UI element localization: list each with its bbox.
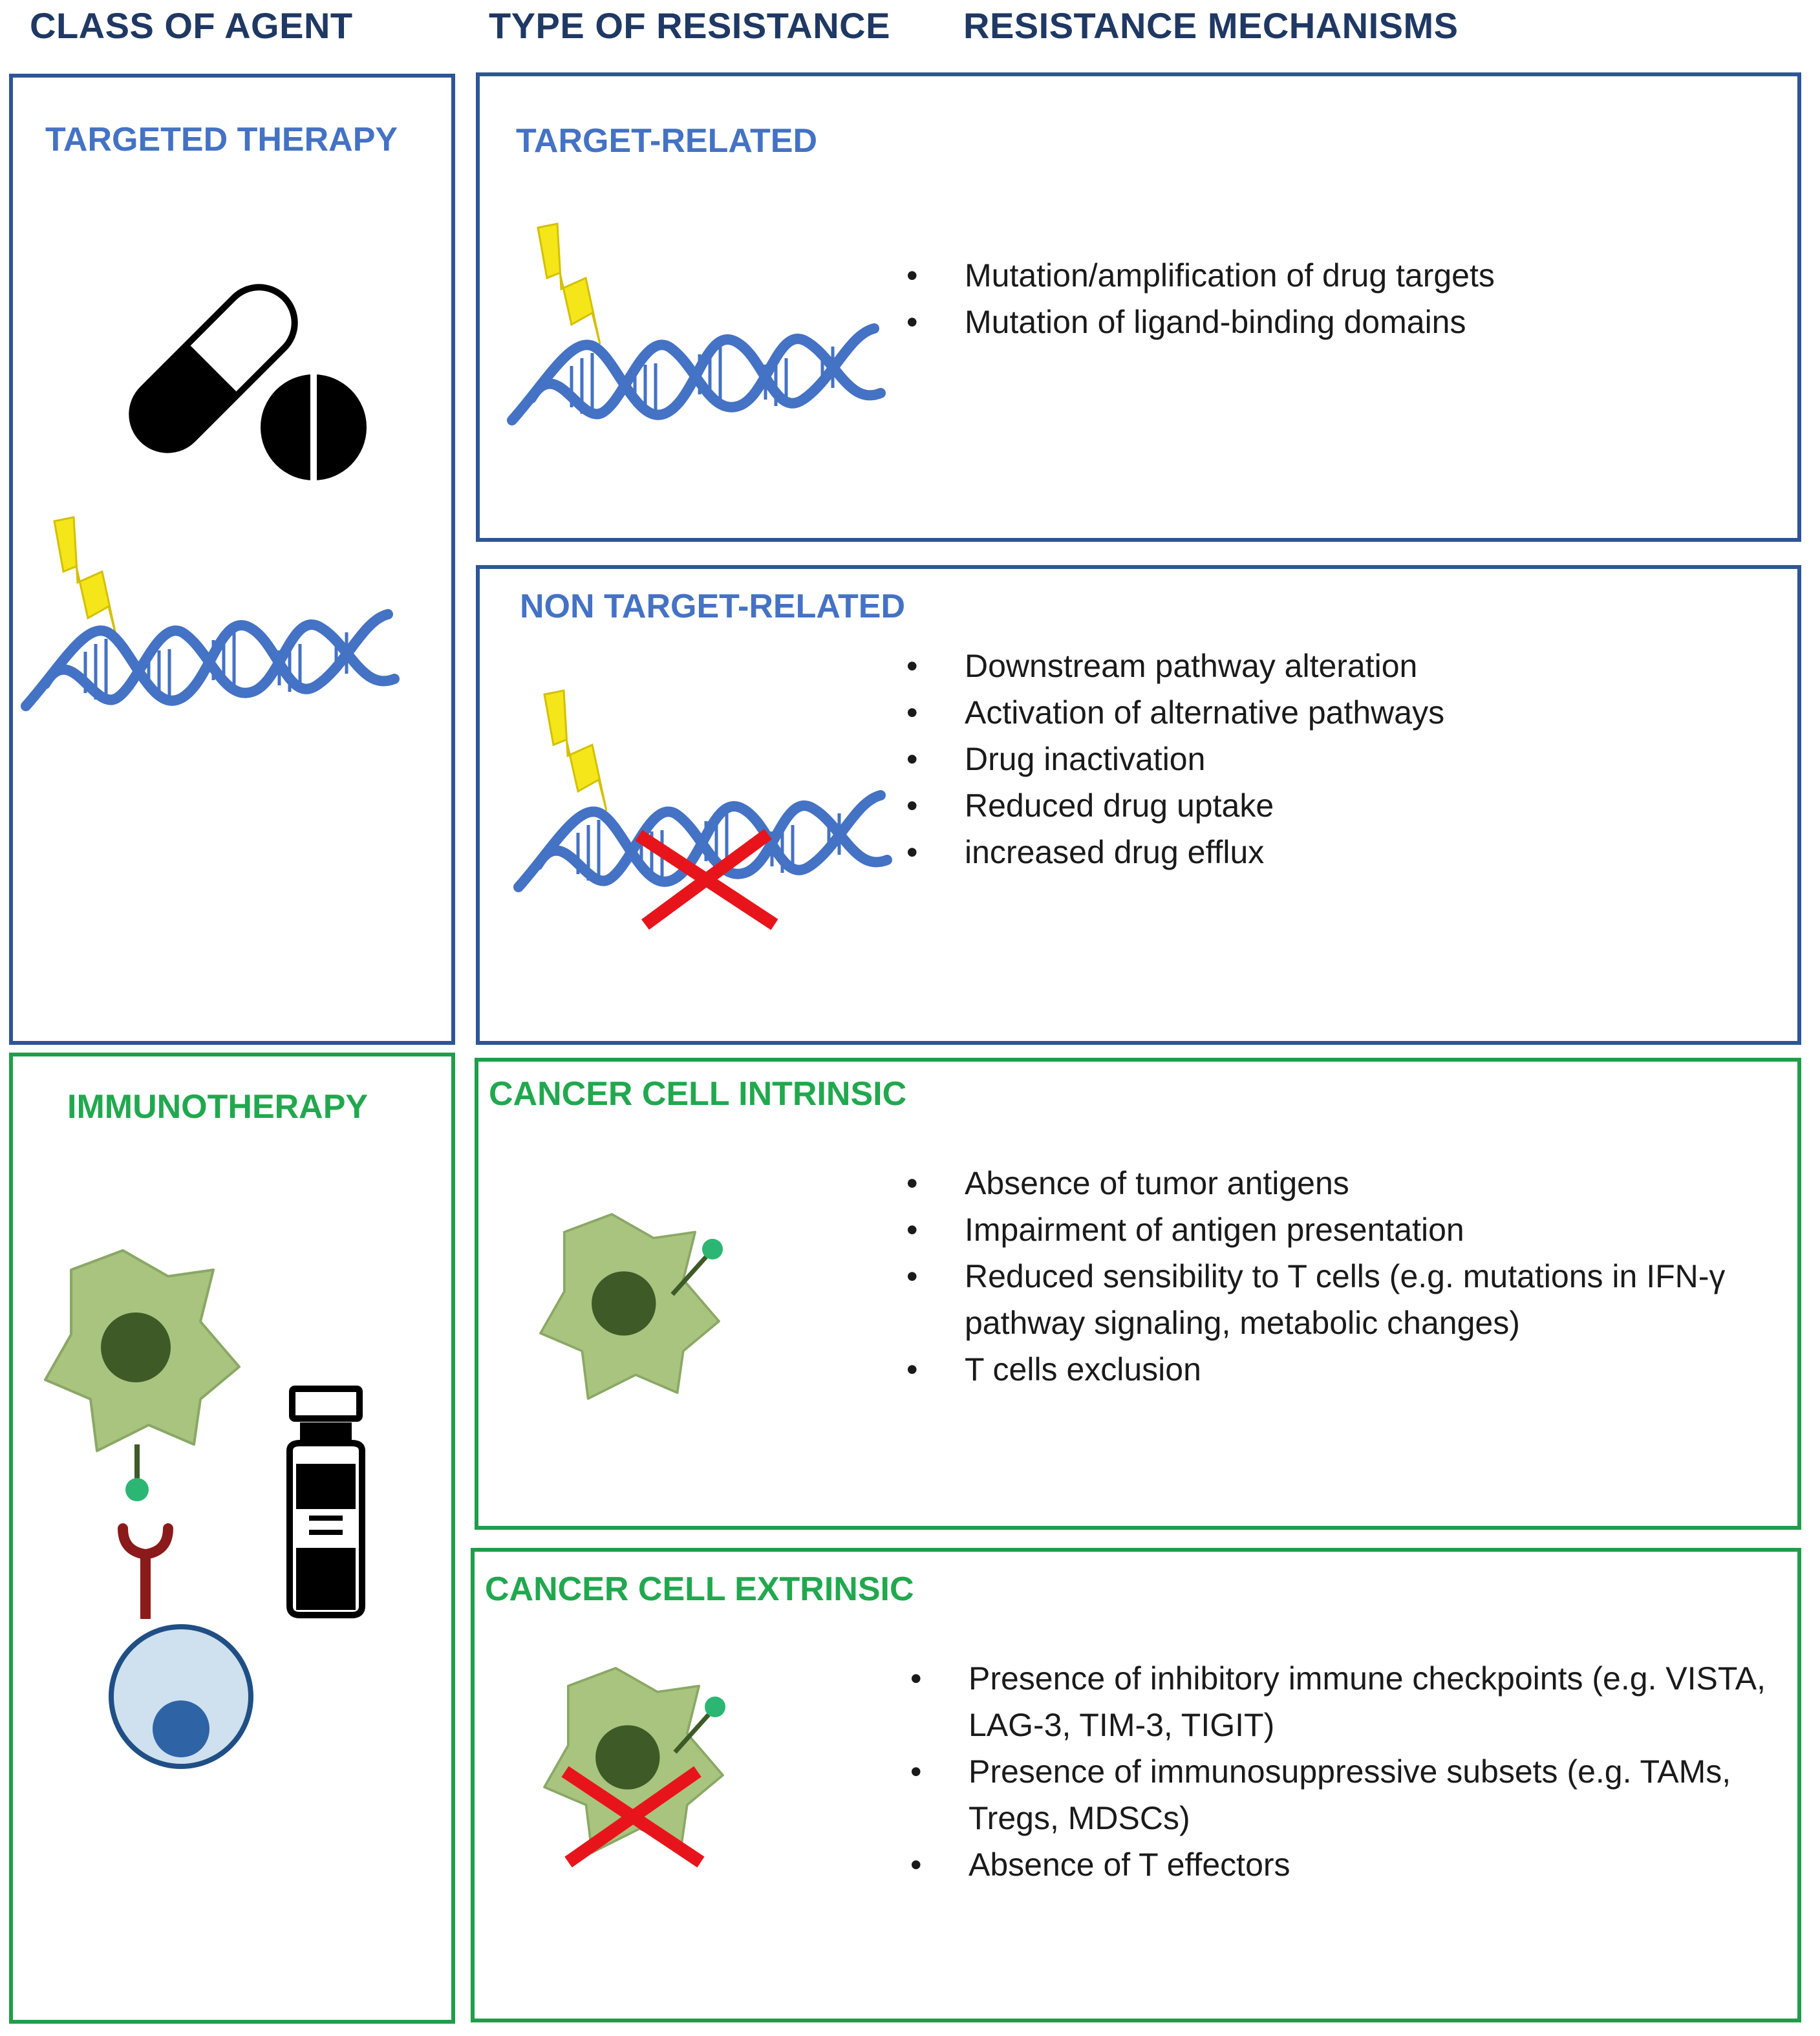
- non-target-related-title: NON TARGET-RELATED: [520, 588, 906, 625]
- target-related-mechanisms: Mutation/amplification of drug targets M…: [906, 252, 1773, 345]
- header-type-of-resistance: TYPE OF RESISTANCE: [489, 5, 890, 46]
- non-target-related-panel: NON TARGET-RELATED Downstream pathway al…: [476, 565, 1801, 1045]
- antigen-icon: [125, 1444, 149, 1501]
- antigen-icon: [670, 1239, 723, 1296]
- mechanism-item: Presence of immunosuppressive subsets (e…: [910, 1748, 1777, 1841]
- mechanism-item: Drug inactivation: [906, 736, 1773, 782]
- cancer-cell-intrinsic-title: CANCER CELL INTRINSIC: [489, 1075, 907, 1113]
- target-related-panel: TARGET-RELATED Mutation/amplification of…: [476, 72, 1801, 542]
- header-class-of-agent: CLASS OF AGENT: [30, 5, 353, 46]
- non-target-related-mechanisms: Downstream pathway alteration Activation…: [906, 643, 1773, 875]
- mechanism-item: T cells exclusion: [906, 1346, 1779, 1393]
- header-resistance-mechanisms: RESISTANCE MECHANISMS: [963, 5, 1459, 46]
- mechanism-item: Mutation/amplification of drug targets: [906, 252, 1773, 299]
- mechanism-item: Presence of inhibitory immune checkpoint…: [910, 1655, 1777, 1748]
- targeted-therapy-title: TARGETED THERAPY: [45, 121, 398, 158]
- mechanism-item: Impairment of antigen presentation: [906, 1206, 1779, 1253]
- targeted-therapy-panel: TARGETED THERAPY: [9, 74, 455, 1045]
- cancer-cell-extrinsic-mechanisms: Presence of inhibitory immune checkpoint…: [910, 1655, 1777, 1888]
- t-cell-icon: [109, 1624, 253, 1769]
- immunotherapy-title: IMMUNOTHERAPY: [67, 1088, 369, 1126]
- mechanism-item: Absence of T effectors: [910, 1841, 1777, 1888]
- mechanism-item: Mutation of ligand-binding domains: [906, 299, 1773, 345]
- mechanism-item: Absence of tumor antigens: [906, 1160, 1779, 1206]
- cancer-cell-intrinsic-panel: CANCER CELL INTRINSIC Absence of tumor a…: [475, 1058, 1801, 1530]
- mechanism-item: Downstream pathway alteration: [906, 643, 1773, 689]
- receptor-icon: [118, 1523, 173, 1619]
- pill-capsule-icon: [129, 284, 298, 453]
- immunotherapy-panel: IMMUNOTHERAPY: [9, 1053, 455, 2024]
- dna-helix-icon: [512, 309, 881, 445]
- mechanism-item: Activation of alternative pathways: [906, 689, 1773, 736]
- cross-mark-icon: [635, 828, 778, 930]
- cross-mark-icon: [561, 1766, 705, 1868]
- mechanism-item: increased drug efflux: [906, 829, 1773, 875]
- antigen-icon: [673, 1697, 725, 1754]
- dna-helix-icon: [26, 595, 394, 731]
- vial-icon: [286, 1386, 365, 1618]
- pill-tablet-icon: [261, 372, 367, 482]
- cancer-cell-extrinsic-title: CANCER CELL EXTRINSIC: [485, 1570, 914, 1608]
- cancer-cell-icon: [44, 1249, 241, 1452]
- cancer-cell-extrinsic-panel: CANCER CELL EXTRINSIC Presence of inhibi…: [471, 1548, 1801, 2022]
- mechanism-item: Reduced drug uptake: [906, 782, 1773, 829]
- target-related-title: TARGET-RELATED: [516, 122, 818, 160]
- mechanism-item: Reduced sensibility to T cells (e.g. mut…: [906, 1253, 1779, 1346]
- cancer-cell-intrinsic-mechanisms: Absence of tumor antigens Impairment of …: [906, 1160, 1779, 1393]
